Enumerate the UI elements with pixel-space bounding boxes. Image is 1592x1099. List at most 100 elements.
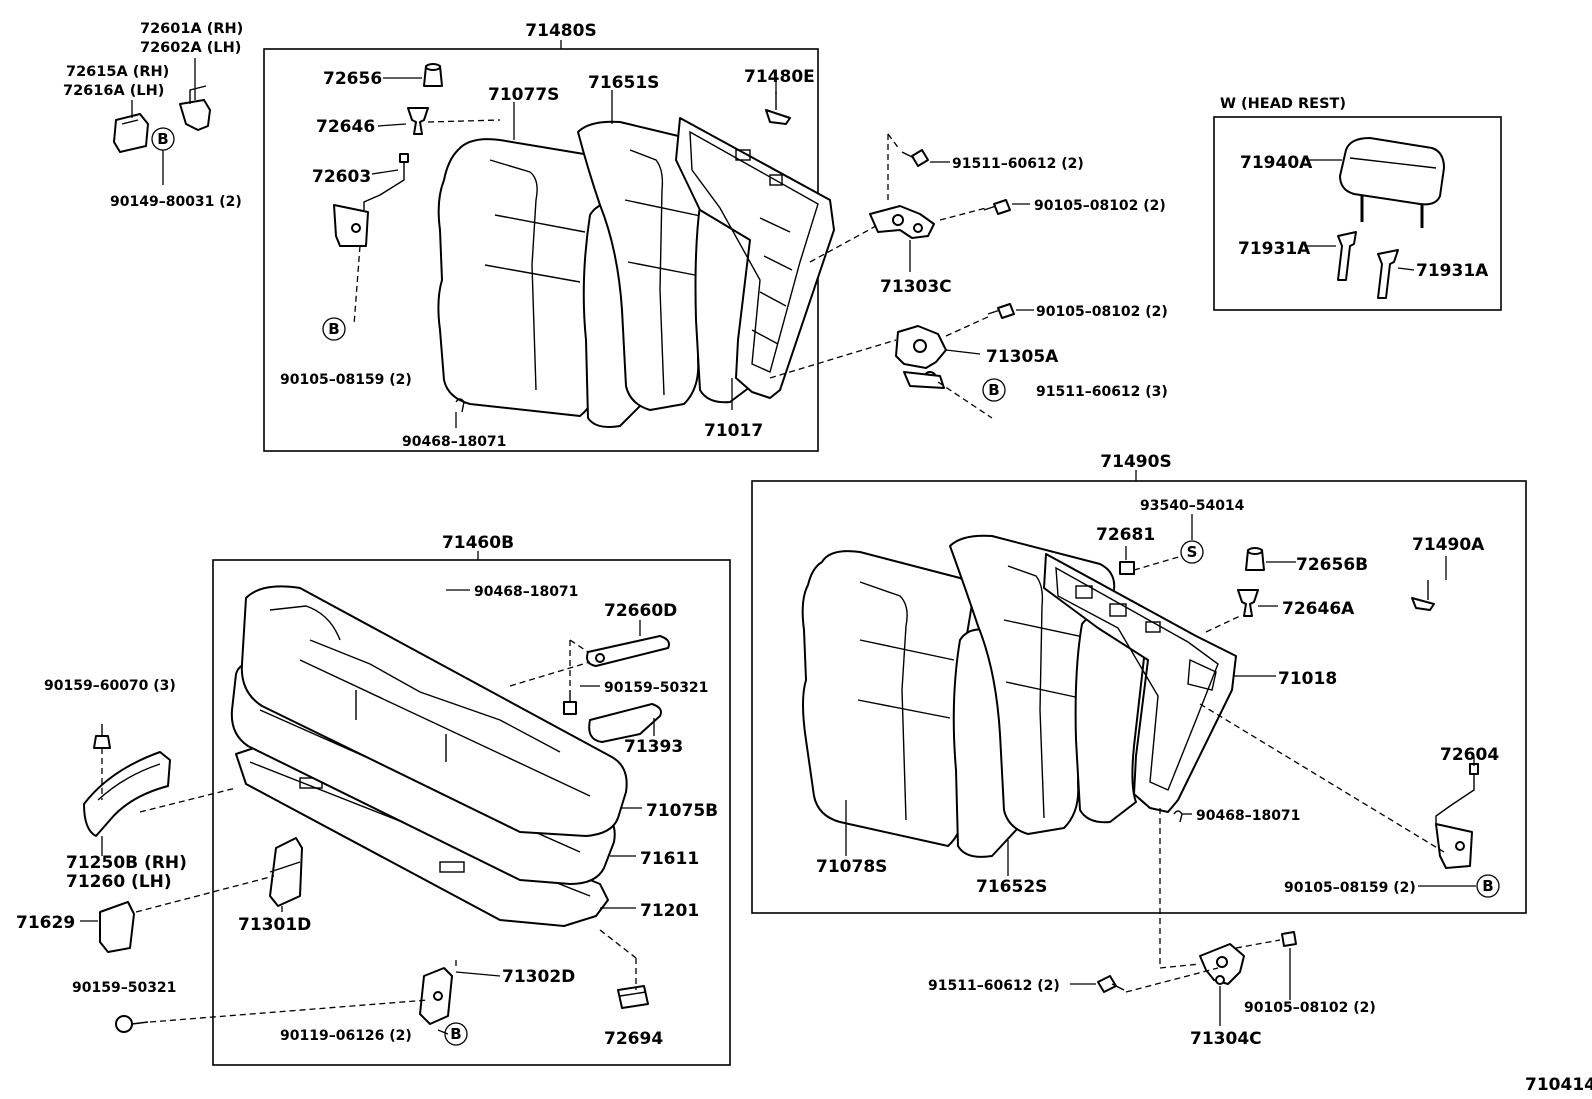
callout-b-3: B: [982, 378, 1006, 402]
label-71490a: 71490A: [1412, 535, 1485, 555]
label-71393: 71393: [624, 737, 683, 757]
label-72615a: 72615A (RH): [66, 64, 169, 80]
label-72660d: 72660D: [604, 601, 677, 621]
label-71078s: 71078S: [816, 857, 887, 877]
part-71304c-hinge: [1199, 943, 1245, 985]
part-71303c-hinge: [869, 205, 935, 239]
group-label-71490s: 71490S: [1100, 452, 1171, 472]
label-71075b: 71075B: [646, 801, 718, 821]
bolt-90159-50321-out: [115, 1015, 149, 1033]
svg-text:S: S: [1187, 543, 1198, 561]
part-labels: 71480S 71490S 71460B W (HEAD REST) 72601…: [16, 21, 1592, 1095]
svg-text:B: B: [450, 1025, 461, 1043]
label-90149-80031: 90149–80031 (2): [110, 194, 242, 210]
label-72603: 72603: [312, 167, 371, 187]
label-72646: 72646: [316, 117, 375, 137]
label-71301d: 71301D: [238, 915, 311, 935]
label-71077s: 71077S: [488, 85, 559, 105]
bolt-90159-50321-in: [563, 690, 577, 715]
part-72681: [1119, 561, 1135, 575]
label-71629: 71629: [16, 913, 75, 933]
group-box-headrest: [1213, 116, 1502, 311]
seatback-frame-71017: [675, 117, 835, 399]
label-71305a: 71305A: [986, 347, 1059, 367]
label-71480e: 71480E: [744, 67, 815, 87]
label-71652s: 71652S: [976, 877, 1047, 897]
part-72694: [617, 985, 649, 1009]
label-71931a-right: 71931A: [1416, 261, 1489, 281]
label-72681: 72681: [1096, 525, 1155, 545]
label-90119-06126: 90119–06126 (2): [280, 1028, 412, 1044]
label-72604: 72604: [1440, 745, 1499, 765]
group-label-71460b: 71460B: [442, 533, 514, 553]
part-71301d: [269, 837, 303, 907]
part-71302d: [419, 967, 453, 1025]
bolt-91511-60612-a: [901, 149, 929, 167]
label-90159-60070: 90159–60070 (3): [44, 678, 176, 694]
label-90468-18071-bot: 90468–18071: [474, 584, 578, 600]
label-90105-08102-2a: 90105–08102 (2): [1034, 198, 1166, 214]
label-72656b: 72656B: [1296, 555, 1368, 575]
part-71393: [588, 703, 662, 743]
diagram-id: 710414: [1525, 1075, 1592, 1095]
group-box-71460b: [212, 559, 731, 1066]
headrest-support-left: [1337, 231, 1357, 281]
part-90468-18071-right: [1173, 810, 1183, 823]
label-72656: 72656: [323, 69, 382, 89]
part-72660d: [586, 635, 670, 667]
label-72694: 72694: [604, 1029, 663, 1049]
label-93540-54014: 93540–54014: [1140, 498, 1245, 514]
part-71250b-cover: [83, 751, 171, 837]
label-72602a: 72602A (LH): [140, 40, 241, 56]
label-71303c: 71303C: [880, 277, 952, 297]
callout-b-1: B: [151, 127, 175, 151]
callout-b-4: B: [1476, 874, 1500, 898]
label-90159-50321-in: 90159–50321: [604, 680, 708, 696]
part-72646: [407, 107, 429, 135]
part-72656b: [1245, 547, 1265, 571]
callout-s: S: [1180, 540, 1204, 564]
label-72616a: 72616A (LH): [63, 83, 164, 99]
part-90468-18071-top: [455, 398, 465, 413]
label-71302d: 71302D: [502, 967, 575, 987]
label-71651s: 71651S: [588, 73, 659, 93]
part-72646a: [1237, 589, 1259, 617]
label-71017: 71017: [704, 421, 763, 441]
bolt-90159-60070: [93, 724, 111, 749]
label-71304c: 71304C: [1190, 1029, 1262, 1049]
svg-text:B: B: [157, 130, 168, 148]
headrest-71940a: [1339, 137, 1445, 228]
label-72646a: 72646A: [1282, 599, 1355, 619]
label-71931a-left: 71931A: [1238, 239, 1311, 259]
part-72601a-clip: [179, 85, 211, 131]
part-71480e: [765, 92, 791, 125]
svg-text:B: B: [328, 320, 339, 338]
label-90105-08102-2b: 90105–08102 (2): [1036, 304, 1168, 320]
label-91511-60612-3: 91511–60612 (3): [1036, 384, 1168, 400]
part-72604: [1435, 763, 1479, 869]
label-71250b: 71250B (RH): [66, 853, 187, 873]
label-90105-08102-2c: 90105–08102 (2): [1244, 1000, 1376, 1016]
label-90159-50321-out: 90159–50321: [72, 980, 176, 996]
leader-lines: [80, 58, 1476, 1035]
label-90468-18071-top: 90468–18071: [402, 434, 506, 450]
headrest-support-right: [1377, 249, 1399, 299]
label-91511-60612-2b: 91511–60612 (2): [928, 978, 1060, 994]
headrest-title: W (HEAD REST): [1220, 96, 1346, 112]
part-71305a-bracket: [895, 325, 947, 389]
part-72656: [423, 63, 443, 87]
label-71611: 71611: [640, 849, 699, 869]
label-90105-08159-right: 90105–08159 (2): [1284, 880, 1416, 896]
part-72603: [333, 153, 409, 247]
svg-text:B: B: [1482, 877, 1493, 895]
label-71018: 71018: [1278, 669, 1337, 689]
label-71201: 71201: [640, 901, 699, 921]
bolt-90105-08102-b: [987, 303, 1015, 319]
label-71940a: 71940A: [1240, 153, 1313, 173]
seat-cushion-cover-71075b: [240, 585, 628, 837]
label-90468-18071-right: 90468–18071: [1196, 808, 1300, 824]
group-box-71490s: [751, 480, 1527, 914]
part-72615a-cover: [113, 113, 149, 153]
label-91511-60612-2a: 91511–60612 (2): [952, 156, 1084, 172]
